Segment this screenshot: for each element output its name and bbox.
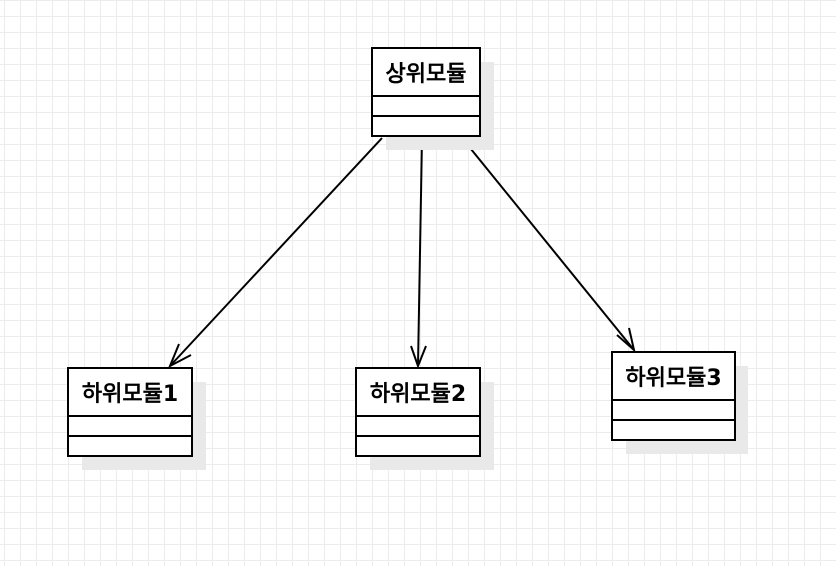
node-parent-module[interactable]: 상위모듈 bbox=[371, 47, 481, 137]
node-methods-section bbox=[357, 437, 479, 455]
node-attributes-section bbox=[69, 417, 191, 437]
node-title: 상위모듈 bbox=[373, 49, 479, 97]
node-child-module-3[interactable]: 하위모듈3 bbox=[611, 351, 736, 441]
edge-parent-child1[interactable] bbox=[168, 137, 383, 369]
node-methods-section bbox=[69, 437, 191, 455]
node-title: 하위모듈1 bbox=[69, 369, 191, 417]
edge-parent-child2[interactable] bbox=[410, 137, 427, 369]
node-attributes-section bbox=[357, 417, 479, 437]
node-title: 하위모듈3 bbox=[613, 353, 734, 401]
node-title: 하위모듈2 bbox=[357, 369, 479, 417]
node-child-module-1[interactable]: 하위모듈1 bbox=[67, 367, 193, 457]
node-attributes-section bbox=[373, 97, 479, 117]
node-methods-section bbox=[613, 421, 734, 439]
node-child-module-2[interactable]: 하위모듈2 bbox=[355, 367, 481, 457]
node-attributes-section bbox=[613, 401, 734, 421]
node-methods-section bbox=[373, 117, 479, 135]
edge-parent-child3[interactable] bbox=[461, 137, 636, 353]
